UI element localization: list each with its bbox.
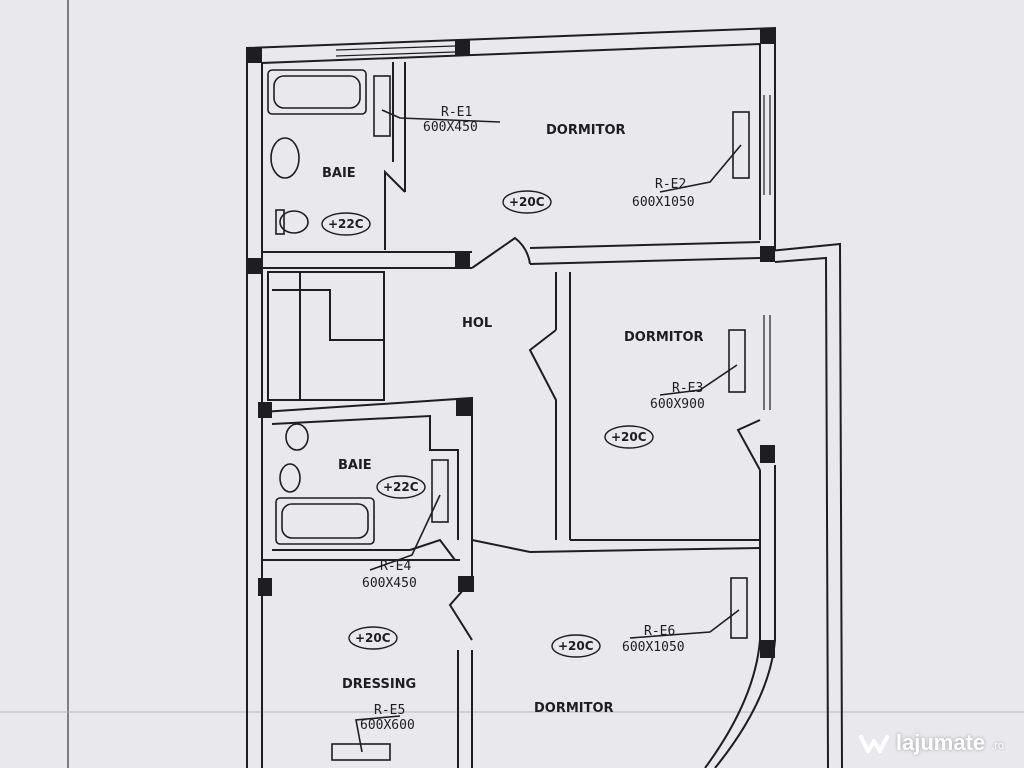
- wall-dormitor-mid-bottom-inner: [529, 547, 761, 553]
- radiator-leader: [659, 144, 742, 193]
- door-baie-mid: [409, 538, 456, 561]
- bathtub-basin: [281, 503, 369, 539]
- column: [258, 402, 272, 418]
- temperature-label: +20C: [558, 639, 594, 653]
- temperature-label: +22C: [383, 480, 419, 494]
- radiator-code: R-E2: [655, 177, 686, 192]
- room-label-dormitor-bottom: DORMITOR: [534, 701, 614, 716]
- temperature-label: +22C: [328, 217, 364, 231]
- temperature-label: +20C: [355, 631, 391, 645]
- stairs-landing: [272, 289, 384, 341]
- radiator-size: 600X450: [362, 576, 417, 591]
- column: [456, 398, 472, 416]
- radiator-leader: [659, 364, 738, 396]
- radiator-icon: [732, 111, 750, 179]
- door-dormitor-top: [471, 236, 531, 269]
- bathtub-icon: [275, 497, 375, 545]
- door-baie-top: [384, 169, 406, 250]
- room-label-dormitor-top: DORMITOR: [546, 123, 626, 138]
- columns: [247, 28, 775, 658]
- radiator-icon: [431, 459, 449, 523]
- wall-mid-right-inner: [529, 257, 761, 265]
- radiator-code: R-E3: [672, 381, 703, 396]
- radiator-code: R-E6: [644, 624, 675, 639]
- column: [258, 578, 272, 596]
- radiators: [331, 75, 750, 761]
- column: [760, 246, 775, 262]
- column: [760, 445, 775, 463]
- windows: [335, 45, 771, 410]
- radiator-size: 600X1050: [632, 195, 695, 210]
- wall-hol-diag: [471, 539, 531, 553]
- radiator-size: 600X450: [423, 120, 478, 135]
- curved-wall-outer: [714, 465, 776, 768]
- temperature-bubble: [604, 425, 654, 449]
- watermark-suffix: .ro: [991, 740, 1004, 752]
- stairs-outline: [267, 271, 385, 401]
- bathtub-basin: [273, 75, 361, 109]
- curved-wall-inner: [704, 470, 761, 768]
- sink-icon: [270, 137, 300, 179]
- radiator-icon: [373, 75, 391, 137]
- temperature-label: +20C: [509, 195, 545, 209]
- temperature-bubble: [321, 212, 371, 236]
- outer-wall-right-inner: [774, 256, 829, 768]
- room-label-dressing: DRESSING: [342, 677, 416, 692]
- column: [458, 576, 474, 592]
- temperature-bubbles: [321, 190, 654, 658]
- lajumate-logo-icon: [858, 735, 889, 753]
- radiator-code: R-E4: [380, 559, 411, 574]
- window: [335, 45, 456, 51]
- outer-wall-top: [246, 26, 776, 768]
- watermark-logo: lajumate .ro: [858, 730, 1004, 756]
- radiator-size: 600X1050: [622, 640, 685, 655]
- wall-mid-right: [529, 241, 761, 249]
- wall-baie-mid-inner: [271, 414, 459, 540]
- door-balcony: [736, 419, 761, 471]
- column: [760, 640, 775, 658]
- radiator-leader: [355, 715, 401, 753]
- outer-wall-right: [759, 242, 843, 768]
- column: [760, 28, 775, 44]
- room-label-hol: HOL: [462, 316, 492, 331]
- temperature-bubble: [551, 634, 601, 658]
- toilet-icon: [279, 210, 309, 234]
- column: [455, 252, 470, 268]
- radiator-leader: [369, 494, 441, 571]
- temperature-bubble: [348, 626, 398, 650]
- radiator-code: R-E1: [441, 105, 472, 120]
- toilet-tank: [275, 209, 285, 235]
- radiator-size: 600X600: [360, 718, 415, 733]
- fixtures: [267, 69, 375, 545]
- room-label-baie-top: BAIE: [322, 166, 356, 181]
- sink-icon: [279, 463, 301, 493]
- radiator-leader: [629, 609, 740, 639]
- temperature-label: +20C: [611, 430, 647, 444]
- radiator-icon: [728, 329, 746, 393]
- column: [247, 48, 262, 63]
- room-label-baie-mid: BAIE: [338, 458, 372, 473]
- radiator-code: R-E5: [374, 703, 405, 718]
- temperature-bubble: [376, 475, 426, 499]
- radiator-leader: [381, 109, 501, 123]
- radiator-size: 600X900: [650, 397, 705, 412]
- walls: [246, 26, 843, 768]
- window: [335, 51, 456, 57]
- toilet-icon: [285, 423, 309, 451]
- column: [455, 40, 470, 55]
- column: [247, 258, 262, 274]
- room-label-dormitor-mid: DORMITOR: [624, 330, 704, 345]
- watermark-brand: lajumate: [895, 730, 986, 755]
- bathtub-icon: [267, 69, 367, 115]
- door-dormitor-mid: [528, 329, 557, 540]
- temperature-bubble: [502, 190, 552, 214]
- radiator-icon: [730, 577, 748, 639]
